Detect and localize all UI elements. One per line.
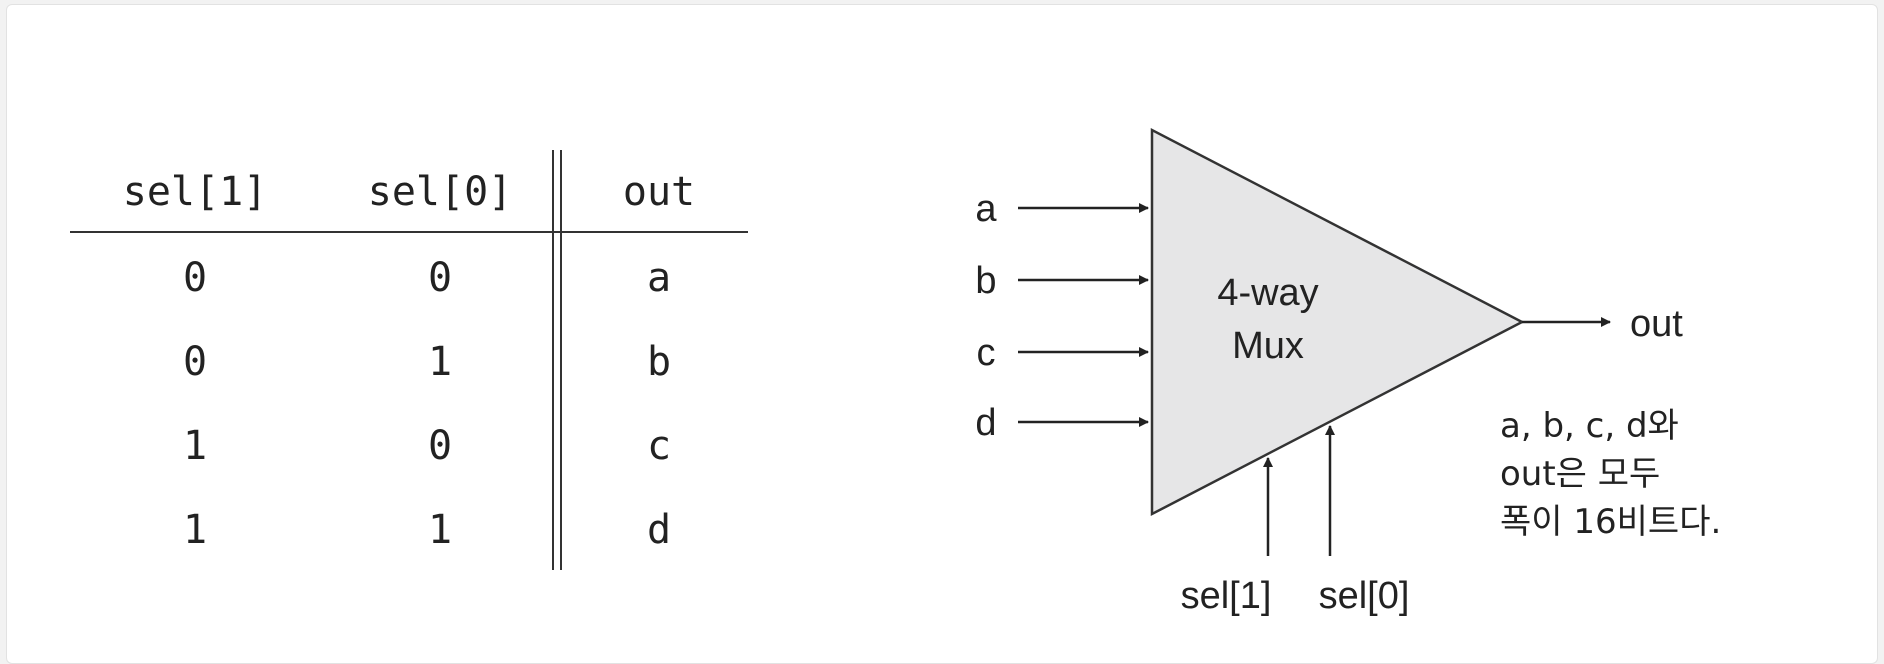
cell-r2-sel0: 0	[427, 423, 453, 469]
cell-r0-out: a	[646, 255, 672, 301]
header-sel0: sel[0]	[367, 169, 513, 215]
header-sel1: sel[1]	[122, 169, 268, 215]
cell-r2-out: c	[646, 423, 672, 469]
cell-r3-out: d	[646, 507, 672, 553]
figure-card	[6, 4, 1878, 664]
cell-r0-sel0: 0	[427, 255, 453, 301]
column-divider-left	[552, 150, 554, 570]
mux-triangle	[1150, 127, 1525, 517]
input-b-label: b	[975, 260, 996, 302]
output-label: out	[1630, 303, 1683, 345]
input-d-label: d	[975, 402, 996, 444]
header-out: out	[622, 169, 696, 215]
mux-label-line2: Mux	[1232, 325, 1304, 367]
note-line-3: 폭이 16비트다.	[1500, 502, 1722, 542]
cell-r3-sel0: 1	[427, 507, 453, 553]
cell-r1-out: b	[646, 339, 672, 385]
cell-r1-sel0: 1	[427, 339, 453, 385]
width-note: a, b, c, d와 out은 모두 폭이 16비트다.	[1500, 402, 1860, 546]
note-line-2: out은 모두	[1500, 454, 1661, 494]
input-c-label: c	[977, 332, 996, 374]
cell-r2-sel1: 1	[182, 423, 208, 469]
header-divider	[70, 231, 748, 233]
cell-r3-sel1: 1	[182, 507, 208, 553]
cell-r0-sel1: 0	[182, 255, 208, 301]
input-a-label: a	[975, 188, 997, 230]
column-divider-right	[560, 150, 562, 570]
mux-label-line1: 4-way	[1217, 272, 1318, 314]
sel0-label: sel[0]	[1319, 575, 1410, 617]
truth-table: sel[1] sel[0] out 0 0 a 0 1 b 1 0 c 1 1 …	[70, 150, 748, 570]
cell-r1-sel1: 0	[182, 339, 208, 385]
sel1-label: sel[1]	[1181, 575, 1272, 617]
note-line-1: a, b, c, d와	[1500, 406, 1679, 446]
